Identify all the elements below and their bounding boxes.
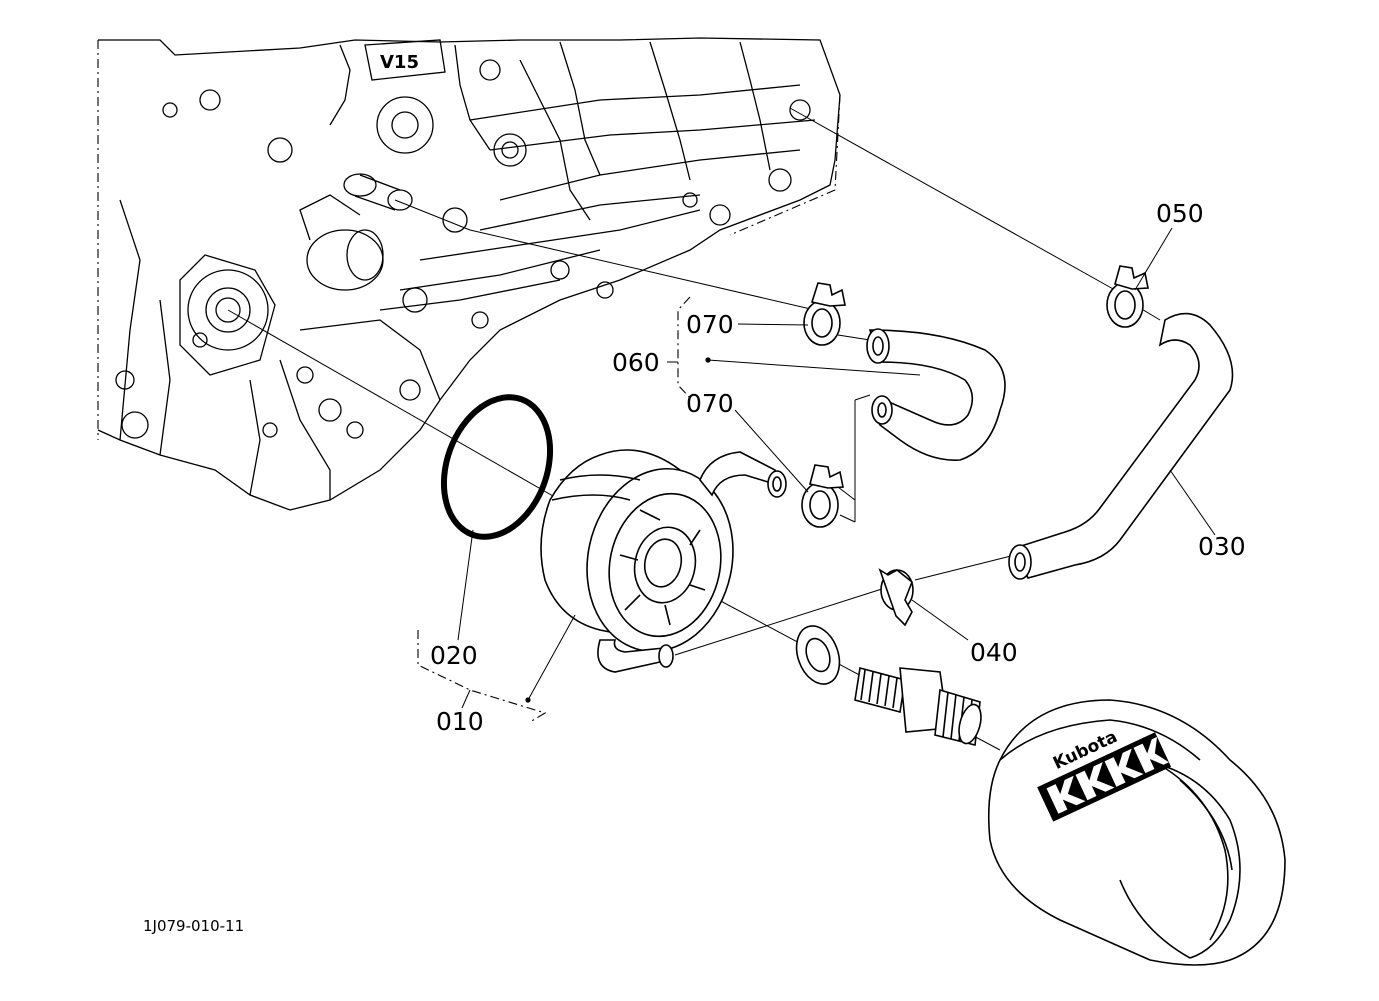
- callout-010: 010: [436, 707, 484, 736]
- engine-marking: V15: [380, 52, 419, 73]
- engine-block: V15: [97, 37, 841, 511]
- callout-020: 020: [430, 641, 478, 670]
- center-pipe-connector: [854, 666, 982, 746]
- callout-070-upper: 070: [686, 310, 734, 339]
- callout-leaders: [417, 227, 1216, 723]
- hose-clamp-040: [878, 568, 914, 627]
- hose-clamp-070-upper: [803, 282, 846, 346]
- leader-lines: [227, 107, 1161, 751]
- drawing-id: 1J079-010-11: [143, 917, 244, 935]
- gasket-washer: [795, 625, 841, 685]
- hose-clamp-070-lower: [801, 464, 844, 528]
- callout-070-lower: 070: [686, 389, 734, 418]
- oil-cooler-010: [540, 449, 787, 673]
- callout-030: 030: [1198, 532, 1246, 561]
- hose-060: [866, 328, 1006, 461]
- oil-filter: Kubota: [987, 699, 1286, 966]
- callout-labels: 050 070 060 070 030 040 020 010: [430, 199, 1246, 736]
- hose-030: [1008, 312, 1234, 580]
- callout-040: 040: [970, 638, 1018, 667]
- callout-060: 060: [612, 348, 660, 377]
- callout-050: 050: [1156, 199, 1204, 228]
- hose-clamp-050: [1106, 265, 1149, 328]
